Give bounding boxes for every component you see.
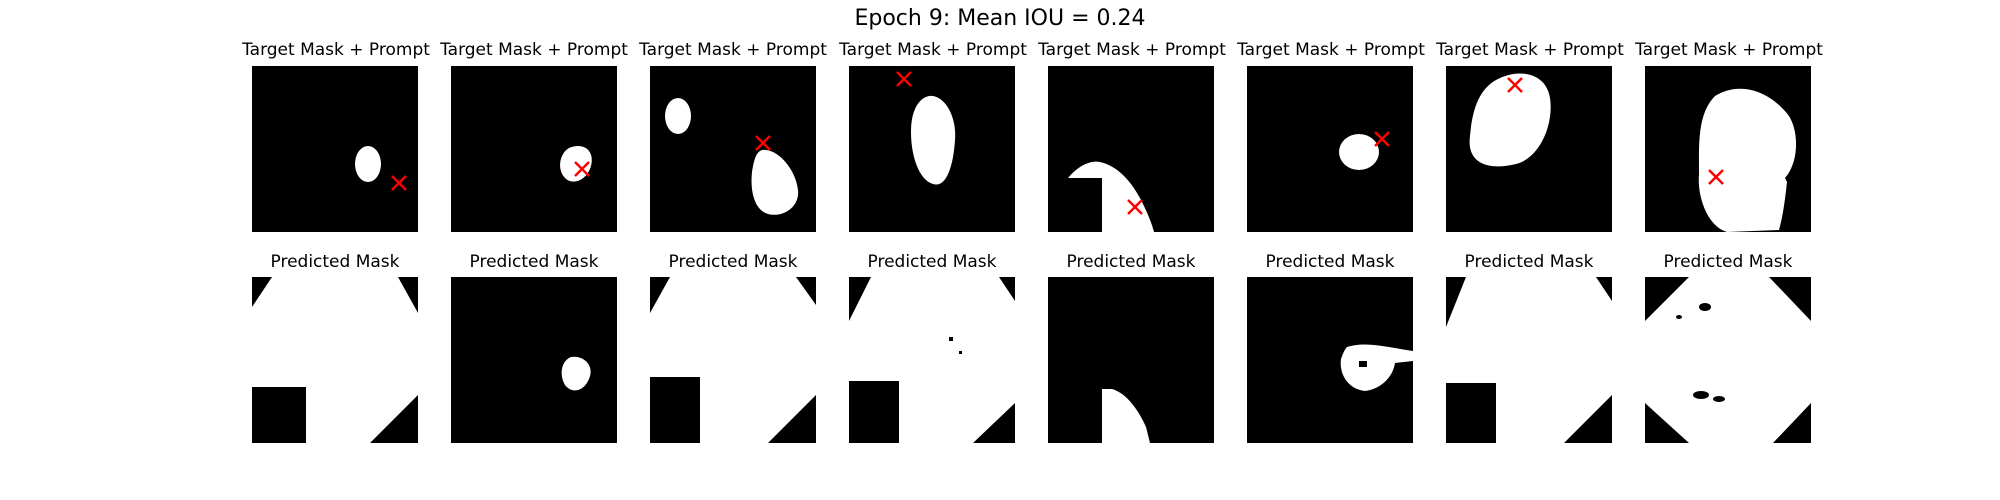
predicted-mask-panel-8 (1645, 277, 1811, 443)
predicted-mask-6 (1340, 344, 1413, 391)
target-mask-5 (1068, 161, 1154, 232)
predicted-label-2: Predicted Mask (469, 252, 599, 272)
target-mask-7 (1469, 73, 1551, 167)
prompt-marker-6 (1374, 131, 1390, 147)
prompt-marker-2 (574, 161, 590, 177)
predicted-mask-panel-6 (1247, 277, 1413, 443)
target-mask-panel-2 (451, 66, 617, 232)
predicted-mask-panel-4 (849, 277, 1015, 443)
target-mask-3 (665, 98, 799, 215)
target-mask-2 (560, 146, 592, 182)
predicted-mask-panel-1 (252, 277, 418, 443)
target-label-3: Target Mask + Prompt (639, 40, 827, 60)
target-mask-panel-5 (1048, 66, 1214, 232)
predicted-label-6: Predicted Mask (1265, 252, 1395, 272)
target-mask-6 (1339, 131, 1390, 170)
target-mask-panel-4 (849, 66, 1015, 232)
prompt-marker-7 (1507, 77, 1523, 93)
prompt-marker-4 (896, 71, 912, 87)
predicted-label-1: Predicted Mask (270, 252, 400, 272)
target-label-6: Target Mask + Prompt (1237, 40, 1425, 60)
target-mask-panel-3 (650, 66, 816, 232)
predicted-label-3: Predicted Mask (668, 252, 798, 272)
target-mask-panel-7 (1446, 66, 1612, 232)
predicted-mask-8 (1645, 277, 1811, 443)
predicted-mask-panel-5 (1048, 277, 1214, 443)
predicted-mask-5 (1102, 389, 1150, 443)
predicted-mask-panel-7 (1446, 277, 1612, 443)
figure-title: Epoch 9: Mean IOU = 0.24 (854, 6, 1146, 31)
predicted-label-4: Predicted Mask (867, 252, 997, 272)
target-label-7: Target Mask + Prompt (1436, 40, 1624, 60)
target-label-5: Target Mask + Prompt (1038, 40, 1226, 60)
predicted-mask-1 (252, 277, 418, 443)
predicted-mask-7 (1446, 277, 1612, 443)
target-mask-panel-8 (1645, 66, 1811, 232)
target-mask-8 (1698, 88, 1797, 232)
predicted-label-7: Predicted Mask (1464, 252, 1594, 272)
predicted-mask-4 (849, 277, 1015, 443)
predicted-mask-panel-3 (650, 277, 816, 443)
predicted-label-5: Predicted Mask (1066, 252, 1196, 272)
prompt-marker-3 (755, 135, 771, 151)
prompt-marker-5 (1127, 199, 1143, 215)
target-mask-4 (896, 71, 956, 185)
target-mask-panel-1 (252, 66, 418, 232)
predicted-mask-panel-2 (451, 277, 617, 443)
target-mask-1 (355, 146, 407, 191)
target-label-1: Target Mask + Prompt (242, 40, 430, 60)
target-mask-panel-6 (1247, 66, 1413, 232)
target-label-2: Target Mask + Prompt (440, 40, 628, 60)
target-label-8: Target Mask + Prompt (1635, 40, 1823, 60)
predicted-label-8: Predicted Mask (1663, 252, 1793, 272)
prompt-marker-8 (1708, 169, 1724, 185)
prompt-marker-1 (391, 175, 407, 191)
target-label-4: Target Mask + Prompt (839, 40, 1027, 60)
predicted-mask-3 (650, 277, 816, 443)
predicted-mask-2 (561, 356, 591, 391)
